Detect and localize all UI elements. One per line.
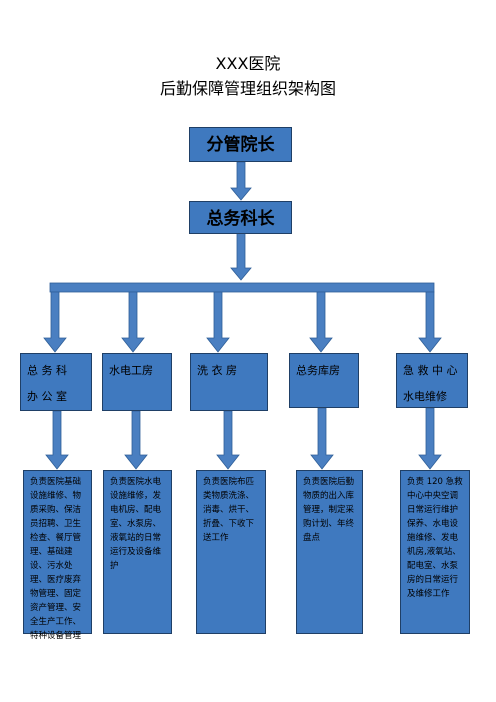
dept-label-line1: 水电工房 — [109, 364, 153, 377]
arrow-bus-to-dept-2 — [121, 291, 145, 353]
vice-president-box: 分管院长 — [189, 127, 292, 162]
general-affairs-chief-box: 总务科长 — [189, 201, 292, 234]
dept-water-electric-room: 水电工房 — [102, 353, 172, 411]
arrow-bus-to-dept-1 — [43, 291, 67, 353]
dept-label-line2: 水电维修 — [403, 390, 447, 403]
desc-water-electric-room: 负责医院水电设施维修，发电机房、配电室、水泵房、液氧站的日常运行及设备维护 — [103, 470, 172, 634]
desc-warehouse: 负责医院后勤物质的出入库管理，制定采购计划、年终盘点 — [296, 470, 363, 634]
arrow-dept-to-desc-4 — [310, 407, 334, 470]
dept-label-line2: 办 公 室 — [27, 390, 67, 403]
dept-label-line1: 急 救 中 心 — [403, 364, 458, 377]
desc-emergency-center-maintenance: 负责 120 急救中心中央空调日常运行维护保养、水电设施维修、发电机房,液氧站、… — [400, 470, 470, 634]
arrow-bus-to-dept-5 — [418, 291, 442, 353]
desc-general-affairs-office: 负责医院基础设施维修、物质采购、保洁员招聘、卫生检查、餐厅管理、基础建设、污水处… — [23, 470, 92, 641]
arrow-vice-to-chief — [230, 161, 252, 201]
dept-label-line1: 总务库房 — [296, 364, 340, 377]
arrow-dept-to-desc-3 — [216, 410, 240, 470]
dept-warehouse: 总务库房 — [289, 353, 359, 408]
diagram-title: XXX医院 — [215, 54, 281, 73]
arrow-chief-to-bus — [230, 232, 252, 281]
arrow-dept-to-desc-1 — [45, 410, 69, 470]
arrow-dept-to-desc-5 — [418, 407, 442, 470]
distribution-bus — [49, 282, 435, 293]
dept-label-line1: 洗 衣 房 — [197, 364, 237, 377]
dept-label-line1: 总 务 科 — [27, 364, 67, 377]
dept-emergency-center-maintenance: 急 救 中 心 水电维修 — [396, 353, 468, 408]
arrow-dept-to-desc-2 — [124, 410, 148, 470]
diagram-subtitle: 后勤保障管理组织架构图 — [159, 79, 336, 98]
dept-general-affairs-office: 总 务 科 办 公 室 — [20, 353, 92, 411]
arrow-bus-to-dept-3 — [206, 291, 230, 353]
desc-laundry-room: 负责医院布匹类物质洗涤、消毒、烘干、折叠、下收下送工作 — [196, 470, 266, 634]
dept-laundry-room: 洗 衣 房 — [190, 353, 268, 411]
arrow-bus-to-dept-4 — [309, 291, 333, 353]
